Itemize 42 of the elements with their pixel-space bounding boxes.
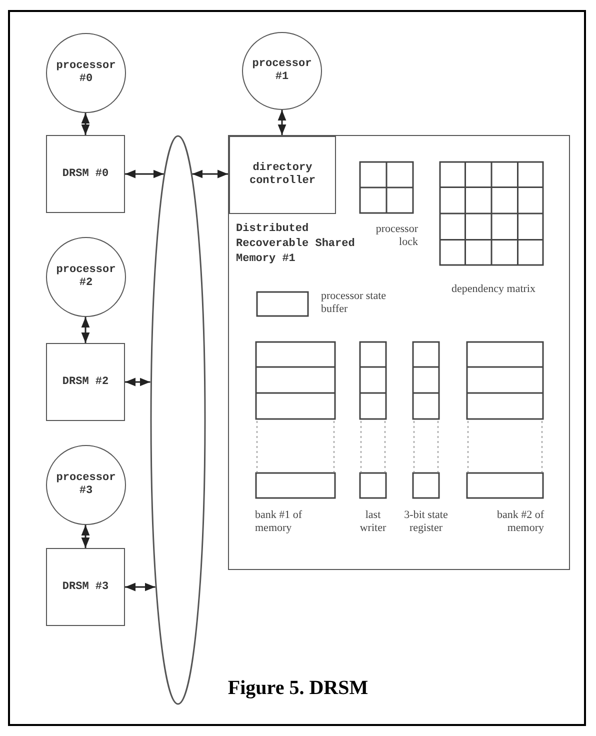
processor-circle xyxy=(242,32,322,110)
node-label: Distributed Recoverable Shared Memory #1 xyxy=(236,222,356,267)
node-label: processor #2 xyxy=(55,264,117,290)
node-label: DRSM #3 xyxy=(61,580,110,594)
node-label: processor #0 xyxy=(55,60,117,86)
memory-module-box xyxy=(228,135,570,570)
component-caption: dependency matrix xyxy=(450,283,536,296)
component-caption: processor state buffer xyxy=(321,290,388,316)
component-caption: processor lock xyxy=(374,223,418,249)
buffer-rectangle xyxy=(256,291,309,317)
component-caption: bank #1 of memory xyxy=(255,509,304,535)
processor-circle xyxy=(46,237,126,317)
process-box xyxy=(46,548,125,626)
node-label: directory controller xyxy=(248,162,316,188)
component-caption: 3-bit state register xyxy=(403,509,449,535)
grid-drawing xyxy=(439,161,544,266)
memory-column-drawing xyxy=(255,341,336,499)
interconnect-ellipse xyxy=(150,135,206,705)
processor-circle xyxy=(46,445,126,525)
node-label: processor #1 xyxy=(251,58,313,84)
grid-drawing xyxy=(359,161,414,214)
double-arrow xyxy=(278,110,286,135)
component-caption: bank #2 of memory xyxy=(496,509,544,535)
double-arrow xyxy=(81,113,90,135)
figure-caption: Figure 5. DRSM xyxy=(226,677,370,700)
memory-column-drawing xyxy=(359,341,387,499)
memory-column-drawing xyxy=(412,341,440,499)
component-caption: last writer xyxy=(358,509,388,535)
processor-circle xyxy=(46,33,126,113)
process-box xyxy=(46,343,125,421)
process-box xyxy=(46,135,125,213)
double-arrow xyxy=(192,170,228,178)
double-arrow xyxy=(125,582,156,592)
node-label: DRSM #0 xyxy=(61,168,110,180)
double-arrow xyxy=(125,170,164,178)
process-box xyxy=(229,136,336,214)
node-label: DRSM #2 xyxy=(61,376,110,388)
node-label: processor #3 xyxy=(55,472,117,498)
double-arrow xyxy=(81,525,90,548)
double-arrow xyxy=(125,378,150,386)
memory-column-drawing xyxy=(466,341,544,499)
double-arrow xyxy=(81,317,90,343)
